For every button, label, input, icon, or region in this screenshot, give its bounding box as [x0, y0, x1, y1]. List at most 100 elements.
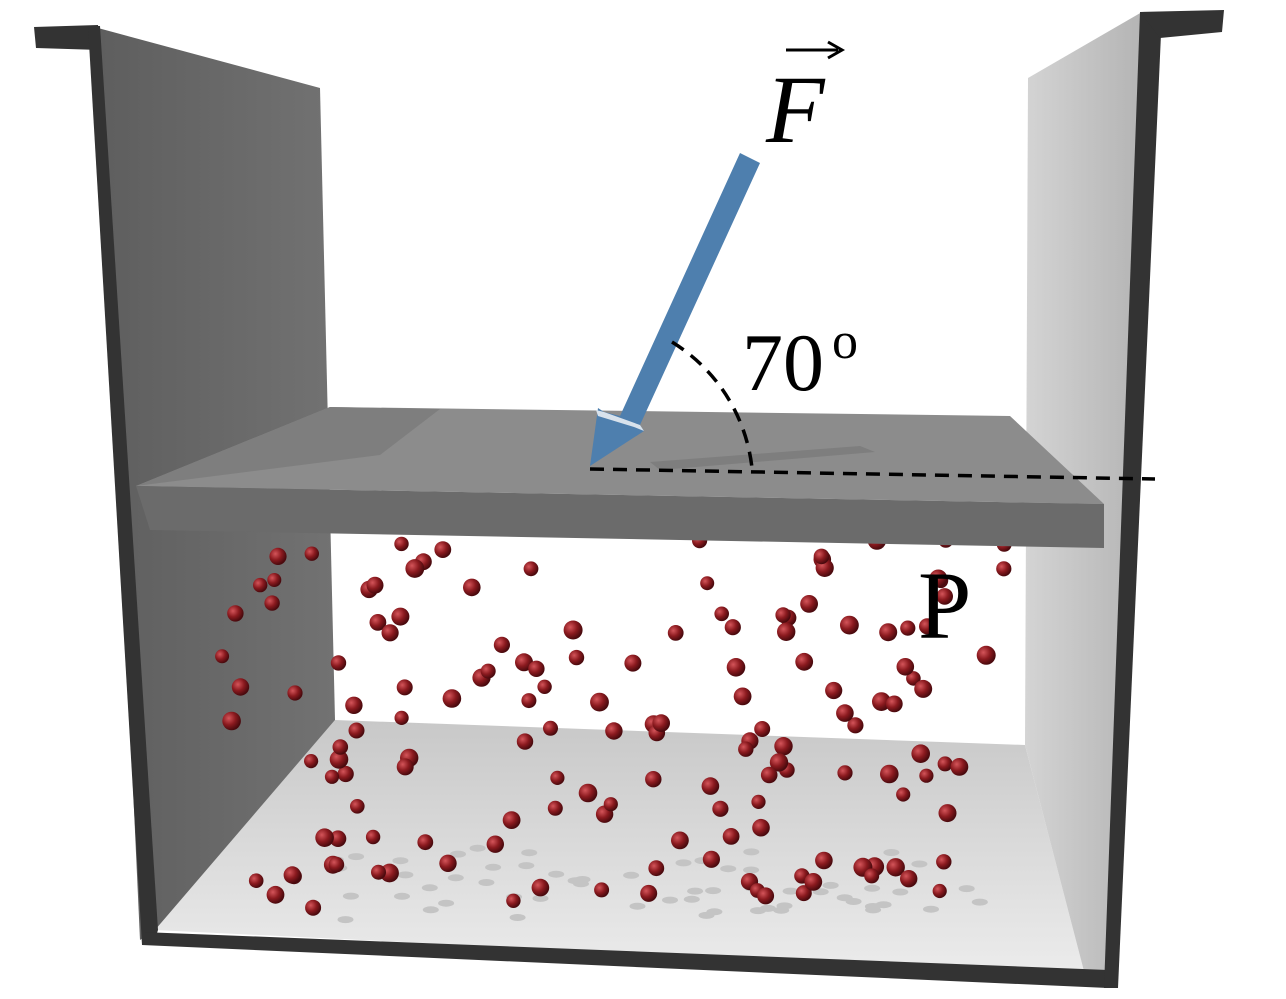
angle-value: 70 — [742, 317, 824, 408]
gas-particle — [486, 835, 504, 853]
gas-particle — [652, 714, 670, 732]
gas-particle — [795, 652, 814, 671]
gas-particle — [605, 722, 623, 740]
gas-particle — [396, 758, 414, 776]
gas-particle — [886, 858, 905, 877]
particle-shadow — [743, 848, 760, 856]
gas-particle — [645, 771, 662, 788]
gas-particle — [667, 625, 684, 641]
gas-particle — [847, 717, 864, 734]
particle-shadow — [720, 865, 737, 873]
gas-particle — [700, 576, 715, 591]
angle-arc — [671, 340, 754, 469]
gas-particle — [714, 606, 729, 622]
particle-shadow — [782, 887, 799, 895]
gas-particle — [800, 595, 818, 613]
right-rim — [1140, 10, 1224, 38]
gas-particle — [391, 607, 410, 626]
force-arrow-highlight — [596, 410, 644, 431]
gas-particle — [937, 756, 953, 772]
piston — [136, 407, 1104, 548]
gas-particle — [976, 645, 996, 665]
particle-shadow — [450, 850, 466, 858]
gas-particle — [305, 899, 322, 916]
gas-particle — [417, 834, 434, 851]
particle-shadow — [864, 884, 881, 892]
particle-shadow — [706, 908, 723, 916]
gas-particle — [752, 818, 770, 837]
gas-particle — [315, 828, 334, 847]
gas-particle — [394, 536, 409, 552]
particle-shadow — [750, 907, 766, 915]
particle-shadow — [743, 866, 760, 874]
gas-particle — [777, 622, 796, 641]
gas-particle — [550, 770, 565, 786]
gas-particle — [345, 696, 363, 714]
gas-particle — [547, 800, 563, 816]
force-symbol: F — [765, 56, 826, 163]
gas-particle — [531, 878, 550, 897]
gas-particle — [253, 577, 268, 593]
particle-shadow — [892, 888, 909, 896]
gas-particle — [936, 588, 953, 605]
gas-particle — [919, 768, 934, 783]
particle-shadow — [662, 896, 678, 904]
particle-shadow — [438, 899, 455, 907]
gas-particle — [563, 620, 583, 640]
gas-particle — [439, 854, 457, 872]
gas-particle — [996, 561, 1012, 577]
gas-particle — [671, 831, 689, 850]
gas-particle — [769, 753, 789, 772]
gas-particle — [568, 649, 585, 666]
gas-particle — [328, 856, 345, 873]
gas-particle — [264, 595, 280, 611]
gas-particle — [369, 614, 387, 631]
particle-shadow — [687, 887, 704, 895]
gas-particle — [722, 828, 740, 845]
pressure-label: P — [918, 552, 971, 659]
particle-shadow — [675, 859, 692, 867]
gas-particle — [537, 679, 552, 694]
gas-particle — [919, 618, 936, 635]
gas-particle — [332, 739, 349, 755]
gas-particle — [825, 681, 843, 700]
particle-shadow — [521, 849, 538, 857]
particle-shadow — [911, 860, 928, 868]
particle-shadow — [485, 863, 502, 871]
gas-particle — [885, 695, 903, 713]
gas-particle — [516, 733, 534, 750]
particle-shadow — [532, 894, 549, 902]
gas-particle — [506, 893, 521, 908]
bottom-frame — [142, 932, 1108, 988]
gas-particle — [394, 710, 409, 726]
gas-particle — [543, 720, 558, 736]
gas-particle — [248, 873, 264, 888]
gas-particle — [879, 623, 898, 642]
horizontal-reference-line — [589, 467, 1156, 481]
particle-shadow — [883, 849, 900, 856]
gas-particle — [521, 693, 537, 709]
container-floor — [155, 720, 1085, 975]
gas-particle — [215, 649, 230, 664]
gas-particle — [366, 576, 384, 594]
gas-particle — [578, 783, 598, 803]
gas-particle — [640, 884, 658, 902]
particle-shadow — [348, 853, 365, 861]
gas-particle — [493, 636, 510, 654]
gas-particle — [804, 873, 823, 891]
gas-particle — [434, 541, 452, 558]
left-frame — [88, 26, 158, 945]
gas-particle — [350, 799, 365, 814]
gas-particle — [405, 559, 425, 578]
angle-label: 70 o — [742, 313, 858, 408]
gas-particle — [348, 722, 365, 739]
gas-particle — [523, 561, 539, 577]
particle-shadow — [509, 914, 526, 921]
particle-shadow — [422, 906, 439, 914]
gas-particle — [365, 829, 381, 845]
gas-particle — [528, 660, 545, 677]
gas-particle — [872, 692, 891, 711]
gas-particle — [754, 721, 771, 737]
particle-shadow — [629, 902, 646, 910]
gas-particles — [215, 531, 1012, 916]
